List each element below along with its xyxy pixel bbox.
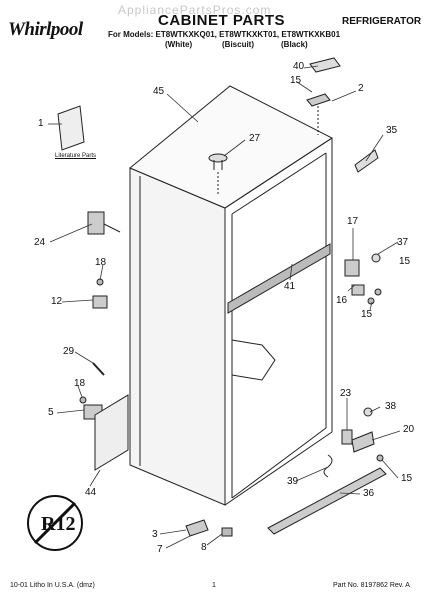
callout-36: 36: [363, 488, 375, 499]
callout-3: 3: [152, 529, 158, 540]
center-hinge-part: [344, 259, 360, 277]
callout-12: 12: [51, 296, 63, 307]
callout-18: 18: [95, 257, 107, 268]
bracket-part: [354, 149, 379, 173]
callout-35: 35: [386, 125, 398, 136]
variant-black: (Black): [281, 40, 308, 49]
cabinet-shell: [129, 85, 333, 506]
callout-39: 39: [287, 476, 299, 487]
literature-label: Literature Parts: [55, 153, 97, 159]
callout-15: 15: [361, 309, 373, 320]
callout-15: 15: [290, 75, 302, 86]
callout-1: 1: [38, 118, 44, 129]
variant-biscuit: (Biscuit): [222, 40, 254, 49]
models-label: For Models: ET8WTKXKQ01, ET8WTKXKT01, ET…: [108, 30, 341, 39]
leveler-part: [185, 519, 209, 537]
hinge-cap-part: [309, 57, 341, 73]
hinge-pin-part: [87, 211, 105, 235]
callout-44: 44: [85, 487, 97, 498]
callout-5: 5: [48, 407, 54, 418]
callout-16: 16: [336, 295, 348, 306]
callout-38: 38: [385, 401, 397, 412]
footer-part-number: Part No. 8197862 Rev. A: [333, 582, 410, 589]
callout-24: 24: [34, 237, 46, 248]
watermark: AppliancePartsPros.com: [118, 3, 272, 17]
r12-badge-text: R12: [41, 513, 75, 535]
base-grille: [267, 467, 387, 535]
callout-15: 15: [401, 473, 413, 484]
bracket-small-part: [92, 295, 108, 309]
callout-27: 27: [249, 133, 261, 144]
callout-15: 15: [399, 256, 411, 267]
callout-2: 2: [358, 83, 364, 94]
callout-41: 41: [284, 281, 296, 292]
side-panel: [94, 394, 129, 471]
category-label: REFRIGERATOR: [342, 16, 422, 27]
whirlpool-logo: Whirlpool: [8, 19, 83, 40]
callout-8: 8: [201, 542, 207, 553]
inner-compartment: [231, 339, 276, 381]
callout-40: 40: [293, 61, 305, 72]
leader-lines: [48, 65, 401, 549]
r12-badge: [27, 495, 83, 551]
callout-18: 18: [74, 378, 86, 389]
clip-part: [323, 454, 333, 478]
lower-right-hinge: [341, 429, 353, 445]
callout-45: 45: [153, 86, 165, 97]
callout-29: 29: [63, 346, 75, 357]
callout-37: 37: [397, 237, 409, 248]
footer-litho: 10-01 Litho In U.S.A. (dmz): [10, 582, 95, 589]
literature-booklet: [57, 105, 85, 151]
top-hinge-part: [306, 93, 331, 107]
callout-17: 17: [347, 216, 359, 227]
callout-7: 7: [157, 544, 163, 555]
footer-page-number: 1: [212, 582, 216, 589]
divider-rail: [227, 243, 331, 314]
screw-29: [92, 362, 105, 376]
page-title: CABINET PARTS: [158, 12, 286, 29]
variant-white: (White): [165, 40, 193, 49]
callout-23: 23: [340, 388, 352, 399]
callout-20: 20: [403, 424, 415, 435]
knob-part: [208, 153, 228, 163]
